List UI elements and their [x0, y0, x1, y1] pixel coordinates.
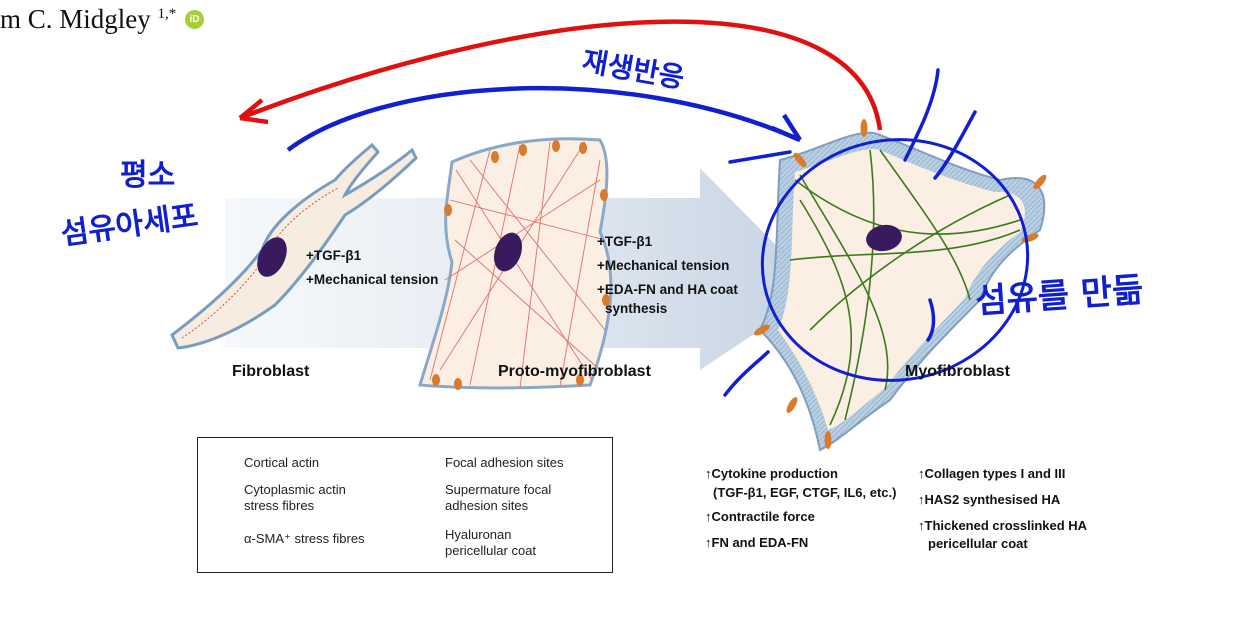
- arrow2-tgf: +TGF-β1: [597, 234, 653, 249]
- legend-hyaluronan: Hyaluronan pericellular coat: [445, 527, 536, 559]
- legend-cyto-line2: stress fibres: [244, 498, 315, 513]
- myofibroblast-cell: [754, 119, 1047, 452]
- legend-super-line2: adhesion sites: [445, 498, 529, 513]
- legend-ha-line2: pericellular coat: [445, 543, 537, 558]
- arrow2-synthesis: synthesis: [605, 301, 668, 316]
- legend-asma: α-SMA⁺ stress fibres: [244, 531, 365, 546]
- proto-myofibroblast-cell: [418, 137, 613, 390]
- effect-fn: ↑FN and EDA-FN: [705, 535, 809, 550]
- proto-nucleus: [493, 232, 523, 272]
- handwritten-left-1: 평소: [120, 158, 176, 193]
- fibroblast-label: Fibroblast: [232, 363, 310, 380]
- orcid-icon[interactable]: iD: [185, 10, 205, 29]
- arrow2-tension: +Mechanical tension: [597, 258, 730, 273]
- author-affiliation: 1,*: [157, 6, 177, 22]
- legend-cortical-actin: Cortical actin: [244, 455, 320, 470]
- legend-ha-line1: Hyaluronan: [445, 527, 512, 542]
- legend-box: [197, 437, 613, 573]
- author-line: m C. Midgley 1,* iD: [0, 4, 205, 35]
- legend-focal: Focal adhesion sites: [445, 455, 564, 470]
- effect-contractile: ↑Contractile force: [705, 509, 815, 524]
- fibroblast-cell: [170, 142, 418, 350]
- arrow1-tension: +Mechanical tension: [306, 272, 439, 287]
- effect-has2: ↑HAS2 synthesised HA: [918, 492, 1061, 507]
- blue-circle: [760, 138, 1030, 382]
- effect-thick-line2: pericellular coat: [928, 536, 1028, 551]
- legend-cytoplasmic-actin: Cytoplasmic actin stress fibres: [244, 482, 346, 514]
- red-arrow: [239, 19, 883, 131]
- blue-arrow: [286, 85, 801, 152]
- myofibroblast-label: Myofibroblast: [905, 363, 1010, 380]
- fibroblast-nucleus: [257, 237, 287, 277]
- effect-cytokine-sub: (TGF-β1, EGF, CTGF, IL6, etc.): [713, 485, 897, 500]
- effect-cytokine: ↑Cytokine production: [705, 466, 838, 481]
- legend-super-line1: Supermature focal: [445, 482, 552, 497]
- effect-thick-line1: ↑Thickened crosslinked HA: [918, 518, 1088, 533]
- arrow1-tgf: +TGF-β1: [306, 248, 362, 263]
- proto-myofibroblast-label: Proto-myofibroblast: [498, 363, 651, 380]
- author-name: m C. Midgley: [0, 4, 151, 34]
- legend-supermature: Supermature focal adhesion sites: [445, 482, 551, 514]
- effect-collagen: ↑Collagen types I and III: [918, 466, 1066, 481]
- legend-cyto-line1: Cytoplasmic actin: [244, 482, 346, 497]
- myo-nucleus: [866, 224, 902, 252]
- arrow2-edafn: +EDA-FN and HA coat: [597, 282, 738, 297]
